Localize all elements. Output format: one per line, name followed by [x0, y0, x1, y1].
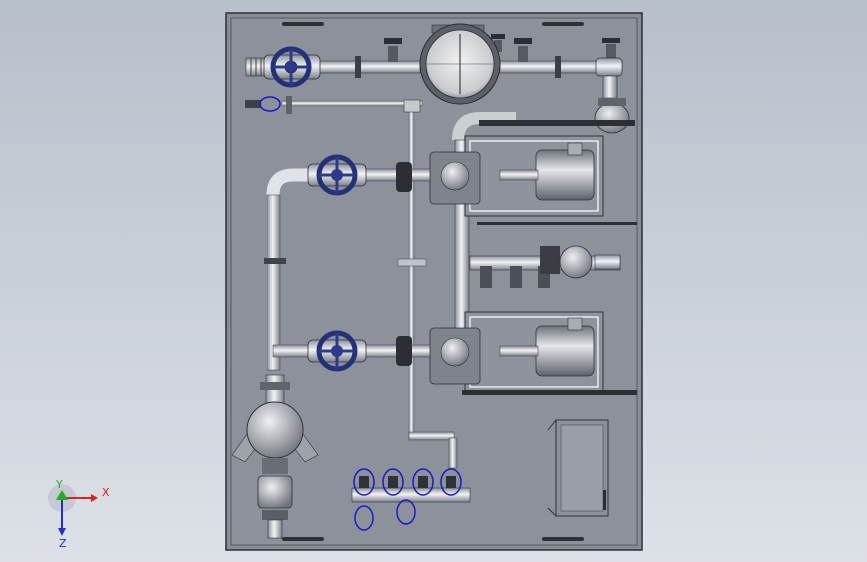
coordinate-triad: X Y Z [48, 480, 110, 550]
upper-pump-unit[interactable] [396, 135, 604, 217]
y-axis-label: Y [55, 480, 63, 491]
sensor-line [245, 96, 423, 114]
needle-valve[interactable] [514, 38, 532, 62]
top-gate-valve[interactable] [263, 46, 321, 88]
filter-tank[interactable] [231, 374, 319, 474]
needle-valve[interactable] [491, 34, 505, 52]
z-axis-label: Z [59, 537, 67, 550]
panel-mounting-slots [282, 22, 584, 541]
handwheel-icon[interactable] [316, 330, 358, 372]
handwheel-icon[interactable] [270, 46, 312, 88]
control-box[interactable] [547, 419, 609, 517]
inlet-flange [245, 57, 267, 77]
lower-pump-unit[interactable] [396, 311, 637, 395]
lower-gate-valve[interactable] [307, 330, 367, 372]
needle-valve[interactable] [602, 38, 620, 58]
valve-manifold[interactable] [469, 222, 637, 288]
needle-valve[interactable] [384, 38, 402, 62]
bottom-check-valve[interactable] [257, 475, 293, 539]
drain-manifold[interactable] [351, 468, 471, 531]
x-axis-label: X [102, 486, 110, 499]
instrument-tube [397, 99, 458, 469]
upper-gate-valve[interactable] [307, 154, 367, 196]
pressure-gauge[interactable] [419, 23, 501, 105]
handwheel-icon[interactable] [316, 154, 358, 196]
y-axis-arrow [56, 490, 68, 500]
